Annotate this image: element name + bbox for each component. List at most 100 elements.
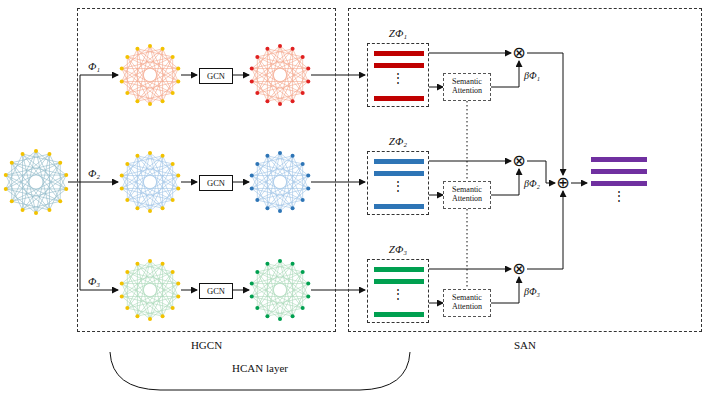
graph-edge — [127, 156, 162, 164]
gcn-box: GCN — [199, 68, 233, 84]
graph-vertex — [176, 282, 180, 286]
operator-glyph: ⊗ — [511, 261, 527, 277]
graph-edge — [122, 284, 163, 317]
embedding-bar — [374, 51, 424, 56]
graph-edge — [252, 68, 309, 69]
graph-vertex — [301, 306, 305, 310]
graph-edge — [252, 57, 303, 82]
graph-edge — [127, 156, 162, 200]
graph-edge — [137, 49, 178, 82]
graph-vertex — [120, 186, 124, 190]
ellipsis: ⋮ — [587, 189, 651, 203]
flow-arrows — [68, 75, 365, 290]
graph-edge — [257, 164, 308, 176]
graph-edge — [22, 154, 23, 210]
ellipsis: ⋮ — [368, 179, 428, 193]
label-text: GCN — [207, 286, 225, 296]
graph-edge — [122, 175, 179, 176]
graph-edge — [252, 156, 268, 189]
graph-vertex — [135, 154, 139, 158]
graph-edge — [127, 272, 178, 297]
graph-vertex — [306, 186, 310, 190]
graph-edge — [257, 264, 292, 308]
graph-vertex — [176, 67, 180, 71]
graph-edge — [163, 49, 179, 82]
graph-vertex — [265, 206, 269, 210]
graph-edge — [252, 188, 309, 189]
graph-vertex — [125, 91, 129, 95]
graph-edge — [122, 156, 163, 189]
flow-connector — [571, 183, 587, 184]
graph-edge — [293, 264, 309, 297]
graph-vertex — [161, 99, 165, 103]
graph-vertex — [301, 270, 305, 274]
dashed-panel: HGCNGCNGCNGCN — [77, 8, 336, 332]
flow-connector — [429, 303, 443, 304]
graph-edge — [252, 175, 309, 176]
embedding-bar — [374, 204, 424, 209]
label-text: Semantic Attention — [449, 78, 485, 96]
graph-vertex — [161, 314, 165, 318]
operator-glyph: ⊗ — [511, 45, 527, 61]
graph-edge — [6, 154, 50, 189]
graph-illustrations — [4, 44, 310, 321]
graph-vertex — [265, 154, 269, 158]
graph-edge — [23, 154, 67, 189]
graph-vertex — [161, 206, 165, 210]
graph-edge — [163, 176, 179, 209]
graph-vertex — [171, 198, 175, 202]
graph-vertex — [135, 262, 139, 266]
graph-edge — [127, 164, 128, 200]
graph-vertex — [306, 282, 310, 286]
metapath-label: Φ₃ — [88, 275, 100, 287]
graph-edge — [257, 164, 308, 189]
attention-weight-label: βΦ₂ — [523, 178, 541, 189]
graph-edge — [267, 264, 268, 316]
metapath-label: Φ₂ — [88, 167, 100, 179]
graph-vertex — [291, 206, 295, 210]
graph-edge — [293, 156, 309, 189]
graph-edge — [122, 49, 138, 82]
embedding-bar — [591, 181, 647, 186]
embedding-label: ZΦ₂ — [368, 135, 428, 147]
gcn-box: GCN — [199, 283, 233, 299]
graph-edge — [292, 156, 293, 208]
graph-edge — [12, 154, 50, 201]
graph-edge — [6, 154, 23, 189]
graph-edge — [257, 57, 308, 82]
ellipsis: ⋮ — [368, 287, 428, 301]
graph-edge — [49, 154, 50, 210]
graph-vertex — [301, 198, 305, 202]
graph-edge — [267, 156, 302, 200]
graph-edge — [267, 49, 308, 82]
graph-vertex — [64, 173, 68, 177]
graph-edge — [257, 156, 292, 164]
graph-vertex — [171, 162, 175, 166]
graph-edge — [292, 49, 293, 101]
graph-edge — [12, 163, 66, 175]
flow-connector — [491, 169, 519, 195]
graph-edge — [302, 272, 303, 308]
graph-vertex — [250, 294, 254, 298]
graph-edge — [137, 308, 172, 316]
graph-edge — [257, 272, 308, 297]
graph-edge — [137, 156, 138, 208]
graph-edge — [252, 264, 268, 297]
graph-vertex — [10, 199, 14, 203]
graph-vertex — [135, 206, 139, 210]
graph-vertex — [135, 99, 139, 103]
graph-vertex — [120, 79, 124, 83]
graph-vertex — [278, 209, 282, 213]
flow-connector — [491, 61, 519, 87]
graph-vertex — [171, 270, 175, 274]
graph-edge — [122, 57, 173, 82]
graph-vertex — [306, 174, 310, 178]
graph-edge — [302, 57, 303, 93]
graph-edge — [137, 156, 172, 200]
panel-title: HGCN — [78, 339, 335, 351]
graph-vertex — [176, 186, 180, 190]
graph-edge — [122, 264, 138, 297]
graph-edge — [267, 49, 302, 93]
